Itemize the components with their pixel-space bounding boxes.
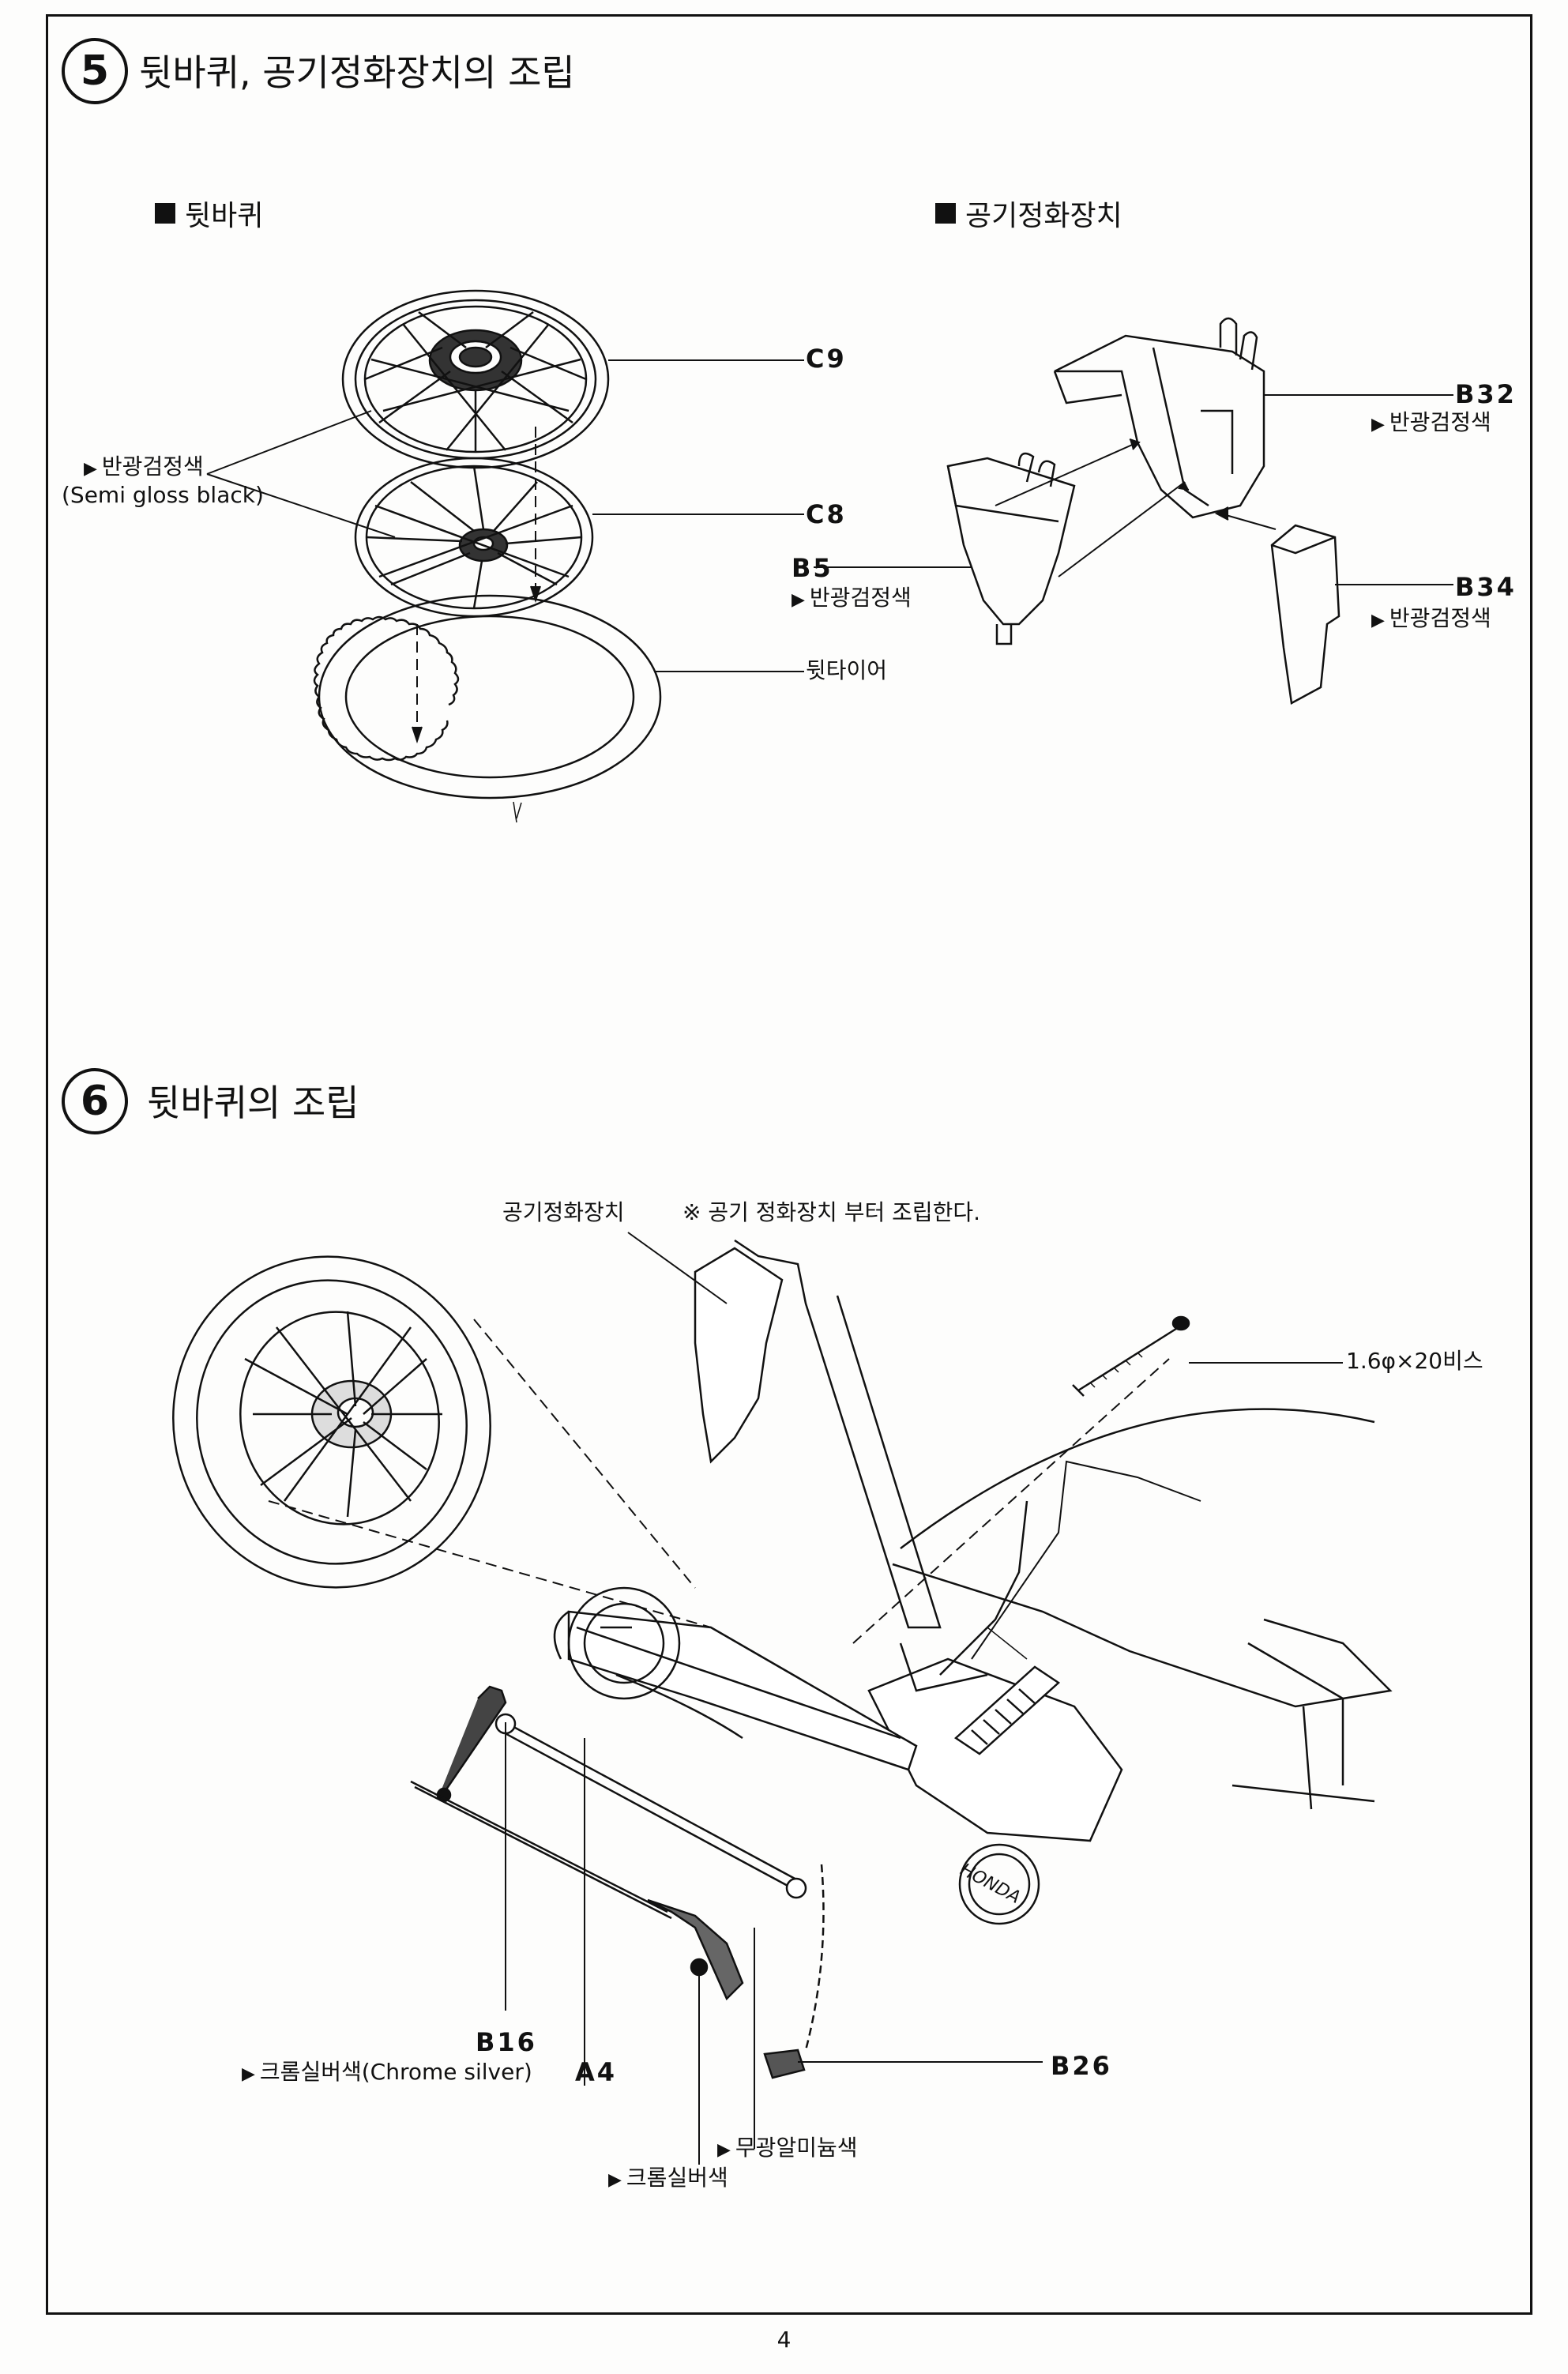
part-b26-label: B26: [1051, 2051, 1112, 2081]
wheel-color-en: (Semi gloss black): [62, 482, 264, 508]
black-square-icon: [155, 203, 175, 224]
part-c8-label: C8: [806, 499, 847, 529]
part-a4-label: A4: [575, 2057, 618, 2087]
chrome-silver-note: ▶크롬실버색: [608, 2165, 728, 2192]
step-5-title: 뒷바퀴, 공기정화장치의 조립: [139, 51, 575, 94]
black-square-icon: [935, 203, 956, 224]
rear-tire-illustration: [313, 594, 662, 823]
b32-color: 반광검정색: [1389, 409, 1491, 435]
assembly-order-note: ※ 공기 정화장치 부터 조립한다.: [682, 1199, 981, 1225]
triangle-right-icon: ▶: [608, 2170, 622, 2190]
air-cleaner-b34-illustration: [1270, 524, 1341, 705]
part-c9-label: C9: [806, 344, 847, 374]
air-cleaner-heading: 공기정화장치: [935, 193, 1122, 234]
rear-shock-illustration: [953, 1665, 1061, 1755]
step-5-number: 5: [62, 38, 128, 104]
matte-aluminum-color: 무광알미늄색: [735, 2135, 858, 2161]
triangle-right-icon: ▶: [242, 2064, 255, 2084]
step5-wheel-guide-lines: [206, 359, 804, 672]
b5-color: 반광검정색: [809, 585, 912, 611]
triangle-right-icon: ▶: [1371, 415, 1385, 435]
step5-assembly-arrows: [412, 427, 541, 744]
page-border: [46, 14, 1532, 2315]
brake-pedal-b26-illustration: [763, 1864, 825, 2079]
rear-wheel-heading: 뒷바퀴: [155, 193, 263, 234]
b16-color: 크롬실버색(Chrome silver): [259, 2059, 532, 2085]
b34-color-note: ▶반광검정색: [1371, 605, 1491, 632]
part-b5-label: B5: [792, 553, 833, 583]
rear-tire-label: 뒷타이어: [806, 657, 888, 683]
wheel-c8-illustration: [354, 457, 594, 618]
brake-rod-b16-illustration: [410, 1685, 744, 2001]
air-cleaner-b32-illustration: [1053, 317, 1265, 519]
air-cleaner-b5-illustration: [946, 452, 1076, 645]
air-cleaner-guide-lines: [814, 394, 1453, 585]
b32-color-note: ▶반광검정색: [1371, 409, 1491, 436]
wheel-color-ko: 반광검정색: [101, 453, 204, 480]
step6-rear-wheel-illustration: [172, 1255, 491, 1589]
air-cleaner-label: 공기정화장치: [502, 1199, 625, 1225]
wheel-c9-illustration: [341, 289, 610, 469]
part-b34-label: B34: [1455, 572, 1517, 602]
brake-rod-a4-illustration: [494, 1713, 807, 1899]
air-cleaner-heading-text: 공기정화장치: [965, 200, 1122, 232]
rear-screw-illustration: [1072, 1315, 1190, 1397]
chrome-silver-color: 크롬실버색: [626, 2165, 728, 2191]
matte-aluminum-note: ▶무광알미늄색: [717, 2135, 857, 2161]
step-6-title: 뒷바퀴의 조립: [147, 1082, 359, 1124]
part-b16-label: B16: [476, 2027, 537, 2057]
rear-wheel-heading-text: 뒷바퀴: [185, 200, 264, 232]
b5-color-note: ▶반광검정색: [792, 585, 912, 611]
wheel-color-note: ▶반광검정색: [84, 453, 204, 480]
triangle-right-icon: ▶: [84, 459, 97, 479]
b34-color: 반광검정색: [1389, 605, 1491, 631]
screw-size-label: 1.6φ×20비스: [1346, 1348, 1483, 1374]
step-6-number: 6: [62, 1068, 128, 1134]
swingarm-illustration: [553, 1460, 1201, 1771]
b16-color-note: ▶크롬실버색(Chrome silver): [242, 2059, 532, 2086]
triangle-right-icon: ▶: [717, 2140, 731, 2160]
step6-leader-lines: [505, 1232, 1043, 2165]
triangle-right-icon: ▶: [1371, 611, 1385, 630]
part-b32-label: B32: [1455, 379, 1517, 409]
motorcycle-frame-illustration: [694, 1239, 1393, 1925]
page-number: 4: [776, 2327, 792, 2353]
triangle-right-icon: ▶: [792, 590, 805, 610]
